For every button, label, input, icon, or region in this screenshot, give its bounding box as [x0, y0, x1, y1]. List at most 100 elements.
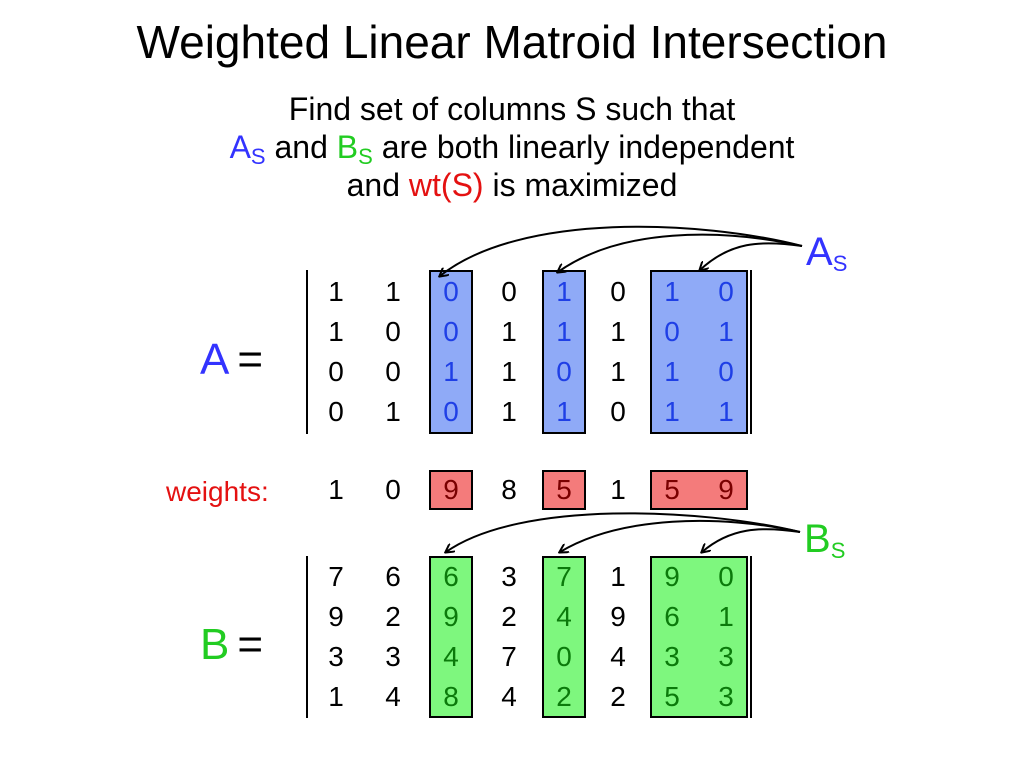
matrix-a-cell: 1 — [556, 396, 572, 427]
matrix-b-cell: 6 — [664, 601, 680, 632]
matrix-b-cell: 4 — [610, 641, 626, 672]
matrix-a-cell: 1 — [501, 396, 517, 427]
matrix-a-cell: 1 — [328, 276, 344, 307]
matrix-a-cell: 0 — [556, 356, 572, 387]
matrix-a-cell: 1 — [385, 276, 401, 307]
matrix-a-cell: 1 — [718, 396, 734, 427]
weight-cell: 9 — [718, 474, 734, 505]
matrix-a-cell: 0 — [443, 316, 459, 347]
matrix-b-cell: 9 — [443, 601, 459, 632]
matrix-b-cell: 9 — [328, 601, 344, 632]
matrix-b-right-bracket — [750, 556, 752, 718]
matrix-b-cell: 1 — [328, 681, 344, 712]
matrix-a-cell: 1 — [610, 356, 626, 387]
matrix-b-cell: 4 — [443, 641, 459, 672]
arrow-a-col5 — [558, 233, 803, 272]
as-tag: AS — [806, 230, 848, 276]
matrix-b-cell: 3 — [718, 641, 734, 672]
arrow-b-col5 — [560, 519, 801, 552]
matrix-b-cell: 3 — [501, 561, 517, 592]
matrix-a-cell: 0 — [501, 276, 517, 307]
weight-highlight-0 — [429, 470, 473, 510]
problem-statement: Find set of columns S such that AS and B… — [0, 90, 1024, 204]
page-title: Weighted Linear Matroid Intersection — [136, 16, 888, 68]
matrix-b-cell: 3 — [664, 641, 680, 672]
matrix-a-cell: 1 — [610, 316, 626, 347]
weight-cell: 0 — [385, 474, 401, 505]
matrix-b-cell: 6 — [443, 561, 459, 592]
weight-cell: 1 — [328, 474, 344, 505]
matrix-b-cell: 6 — [385, 561, 401, 592]
matrix-a-cell: 1 — [501, 356, 517, 387]
matrix-b-cell: 5 — [664, 681, 680, 712]
matrix-b-cell: 2 — [501, 601, 517, 632]
matrix-a-cell: 1 — [328, 316, 344, 347]
matrix-a-cell: 1 — [664, 396, 680, 427]
matrix-b-cell: 3 — [328, 641, 344, 672]
weight-cell: 1 — [610, 474, 626, 505]
matrix-b-highlight-0 — [429, 556, 473, 718]
matrix-b-highlight-2 — [650, 556, 748, 718]
matrix-a-cell: 1 — [501, 316, 517, 347]
matrix-b-cell: 4 — [501, 681, 517, 712]
matrix-a-label: A= — [200, 335, 264, 384]
arrow-b-col3 — [446, 512, 801, 552]
matrix-b-cell: 9 — [664, 561, 680, 592]
matrix-a-cell: 1 — [556, 316, 572, 347]
as-symbol: AS — [229, 129, 266, 169]
weight-highlight-2 — [650, 470, 748, 510]
statement-line-3: and wt(S) is maximized — [346, 167, 678, 203]
matrix-a-cell: 0 — [328, 396, 344, 427]
matrix-b-cell: 2 — [610, 681, 626, 712]
matrix-b-cell: 7 — [328, 561, 344, 592]
matrix-b-cell: 0 — [718, 561, 734, 592]
matrix-a-cell: 0 — [385, 356, 401, 387]
matrix-b-left-bracket — [306, 556, 308, 718]
matrix-b-cell: 2 — [385, 601, 401, 632]
matrix-a-cell: 0 — [610, 276, 626, 307]
weight-cell: 5 — [556, 474, 572, 505]
matrix-a-cell: 0 — [443, 396, 459, 427]
weight-highlight-1 — [542, 470, 586, 510]
matrix-a-left-bracket — [306, 270, 308, 434]
matrix-b-cell: 3 — [718, 681, 734, 712]
matrix-a-cell: 1 — [385, 396, 401, 427]
matrix-a-highlight-2 — [650, 270, 748, 434]
weight-cell: 5 — [664, 474, 680, 505]
arrow-a-col7 — [700, 242, 803, 270]
matrix-b-cell: 1 — [610, 561, 626, 592]
matrix-b-cell: 2 — [556, 681, 572, 712]
matrix-b-cell: 7 — [501, 641, 517, 672]
matrix-b-cell: 9 — [610, 601, 626, 632]
weight-cell: 9 — [443, 474, 459, 505]
matrix-b-cell: 0 — [556, 641, 572, 672]
weight-cell: 8 — [501, 474, 517, 505]
matrix-a-cell: 0 — [328, 356, 344, 387]
arrow-b-col7 — [702, 528, 801, 552]
matrix-b-cell: 4 — [385, 681, 401, 712]
matrix-b-label: B= — [200, 620, 264, 669]
arrow-a-col3 — [440, 225, 803, 276]
weights-label: weights: — [166, 476, 269, 507]
matrix-b-cell: 3 — [385, 641, 401, 672]
wt-symbol: wt(S) — [408, 167, 484, 203]
matrix-a-right-bracket — [750, 270, 752, 434]
matrix-a-cell: 1 — [664, 276, 680, 307]
matrix-a-highlight-1 — [542, 270, 586, 434]
matrix-a-cell: 0 — [385, 316, 401, 347]
matrix-a-cell: 0 — [443, 276, 459, 307]
matrix-a-cell: 1 — [664, 356, 680, 387]
matrix-b-cell: 1 — [718, 601, 734, 632]
matrix-b-highlight-1 — [542, 556, 586, 718]
bs-tag: BS — [804, 517, 846, 563]
statement-line-2: AS and BS are both linearly independent — [229, 129, 795, 169]
bs-symbol: BS — [336, 129, 373, 169]
matrix-a-cell: 0 — [718, 276, 734, 307]
matrix-a-highlight-0 — [429, 270, 473, 434]
matrix-a-cell: 0 — [718, 356, 734, 387]
matrix-a-cell: 0 — [664, 316, 680, 347]
matrix-a-cell: 1 — [718, 316, 734, 347]
matrix-a-cell: 0 — [610, 396, 626, 427]
matrix-b-cell: 8 — [443, 681, 459, 712]
